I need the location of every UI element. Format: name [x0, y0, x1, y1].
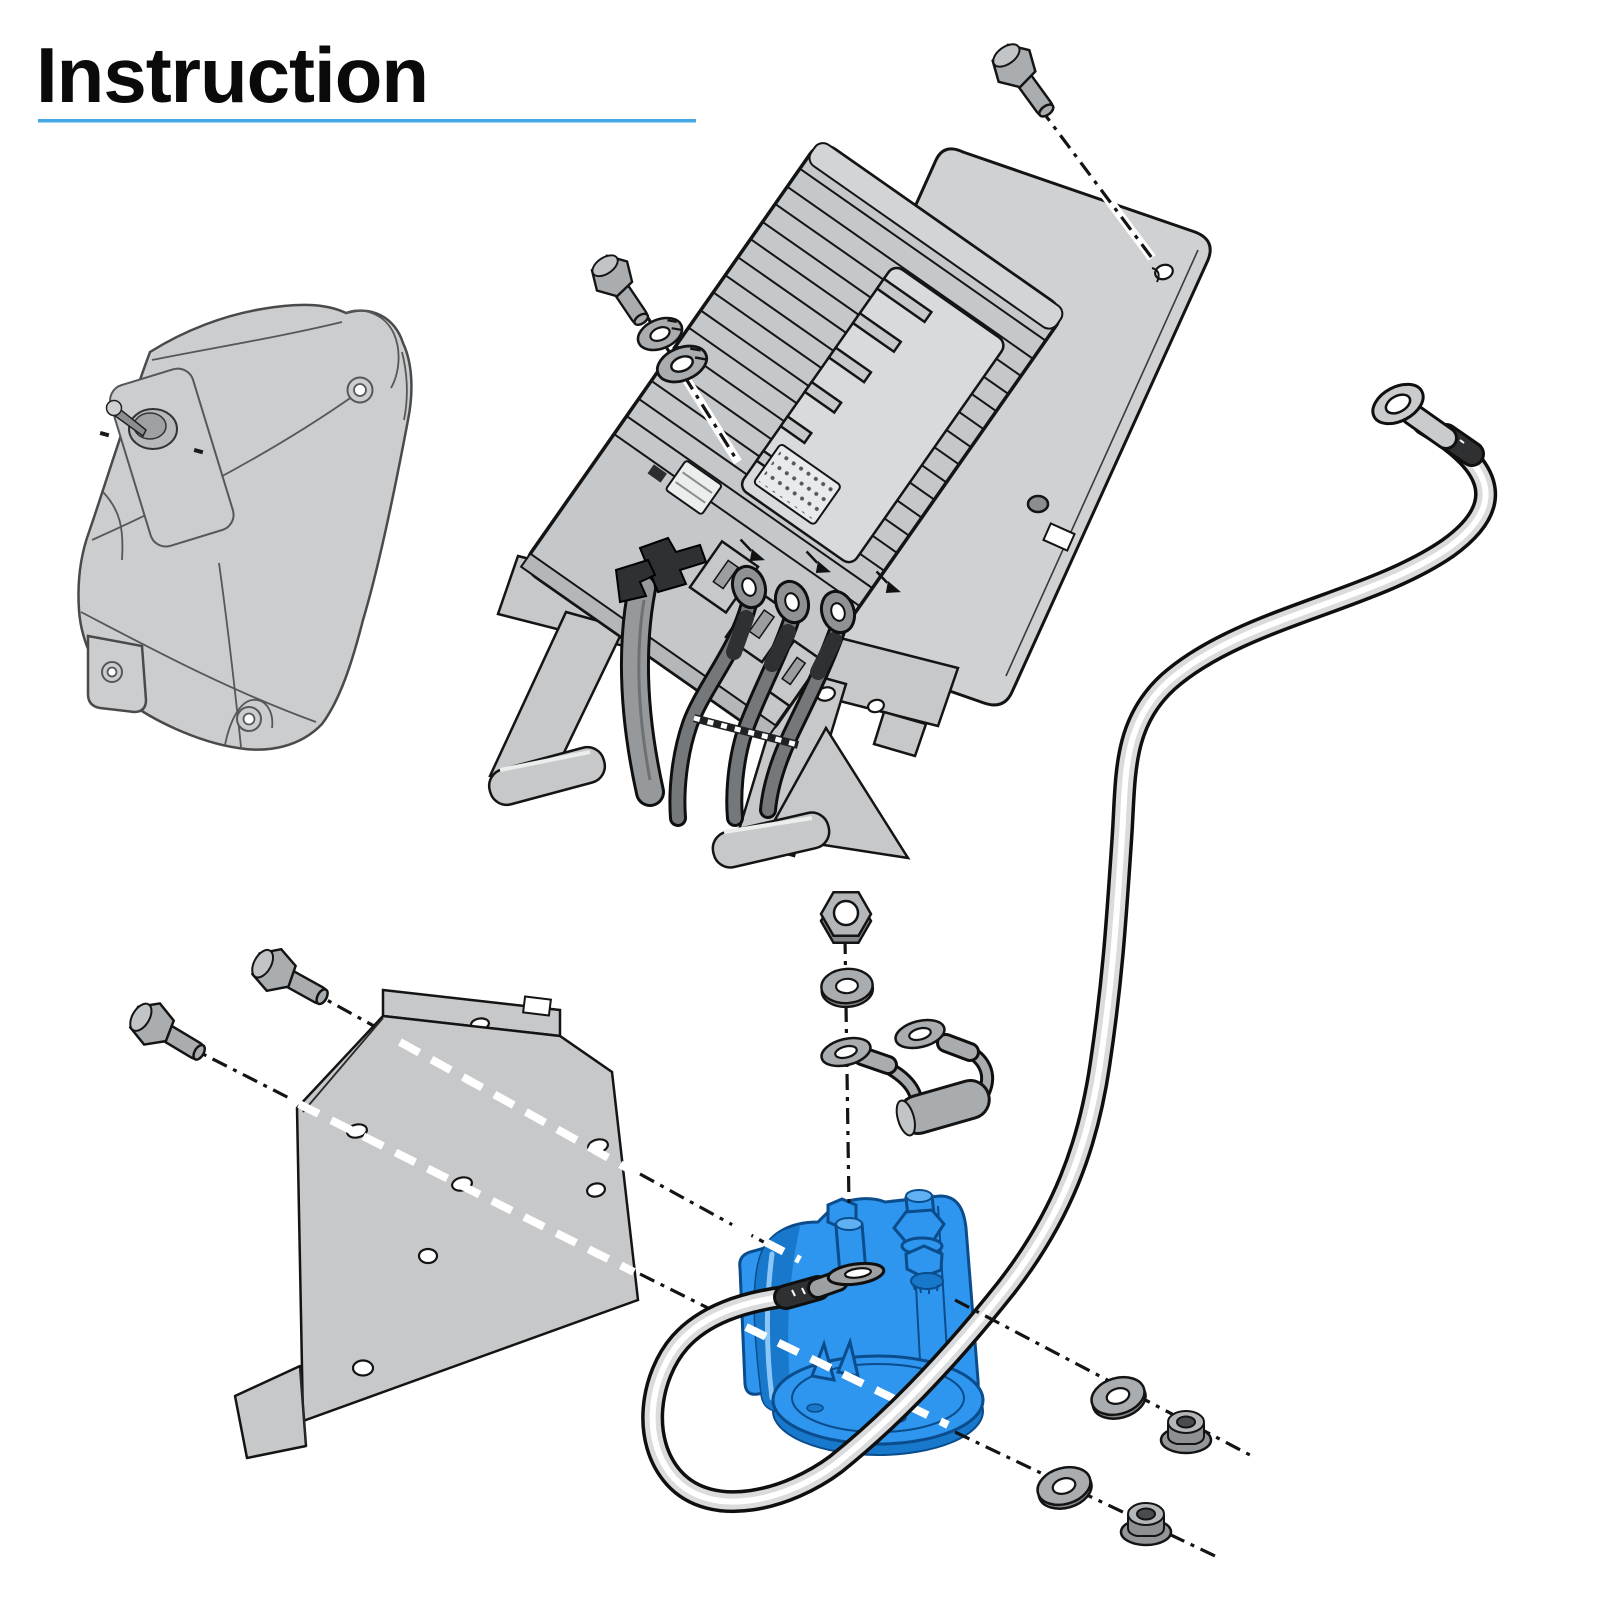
braided-wire: [692, 714, 800, 749]
guide-line: [646, 317, 740, 463]
bracket-face: [295, 1014, 640, 1423]
guide-line-white: [398, 1038, 636, 1176]
signal-connector: [647, 460, 722, 515]
insert-arrows: [739, 538, 901, 593]
mount-hardware: [1031, 1370, 1213, 1547]
stand-foot: [487, 745, 607, 807]
cable-solenoid-terminal: [773, 1261, 886, 1310]
solenoid: [738, 1189, 985, 1456]
pin-connector: [753, 444, 841, 525]
jumper-hardware: [817, 891, 995, 1206]
cover-mount-holes: [86, 376, 374, 746]
page-title: Instruction: [36, 31, 428, 119]
guide-line-white: [297, 1100, 636, 1276]
controller-bolt-left: [582, 246, 742, 465]
title-underline: [38, 119, 696, 123]
hex-nut: [819, 891, 873, 944]
solenoid-studs: [826, 1189, 946, 1294]
guide-line-white: [730, 1221, 802, 1264]
toggle-switch-icon: [99, 399, 204, 455]
cable-top-terminal: [1371, 382, 1485, 467]
power-cables: [614, 536, 857, 827]
guide-line: [1038, 107, 1154, 259]
cable-ring-terminals: [730, 564, 857, 635]
bracket-holes: [346, 1123, 609, 1377]
heat-shrink-collars: [726, 610, 842, 680]
guide-line: [639, 1172, 801, 1264]
bracket-bolt-top-right: [982, 34, 1156, 261]
stand-foot: [711, 811, 831, 869]
controller-cover: [77, 303, 413, 751]
battery-cable: [641, 382, 1498, 1513]
header: Instruction: [36, 31, 696, 123]
jumper-wire: [817, 1014, 995, 1137]
solenoid-bracket: [121, 939, 640, 1460]
jumper-resistor: [895, 1079, 991, 1137]
bracket-foot: [233, 1364, 308, 1460]
